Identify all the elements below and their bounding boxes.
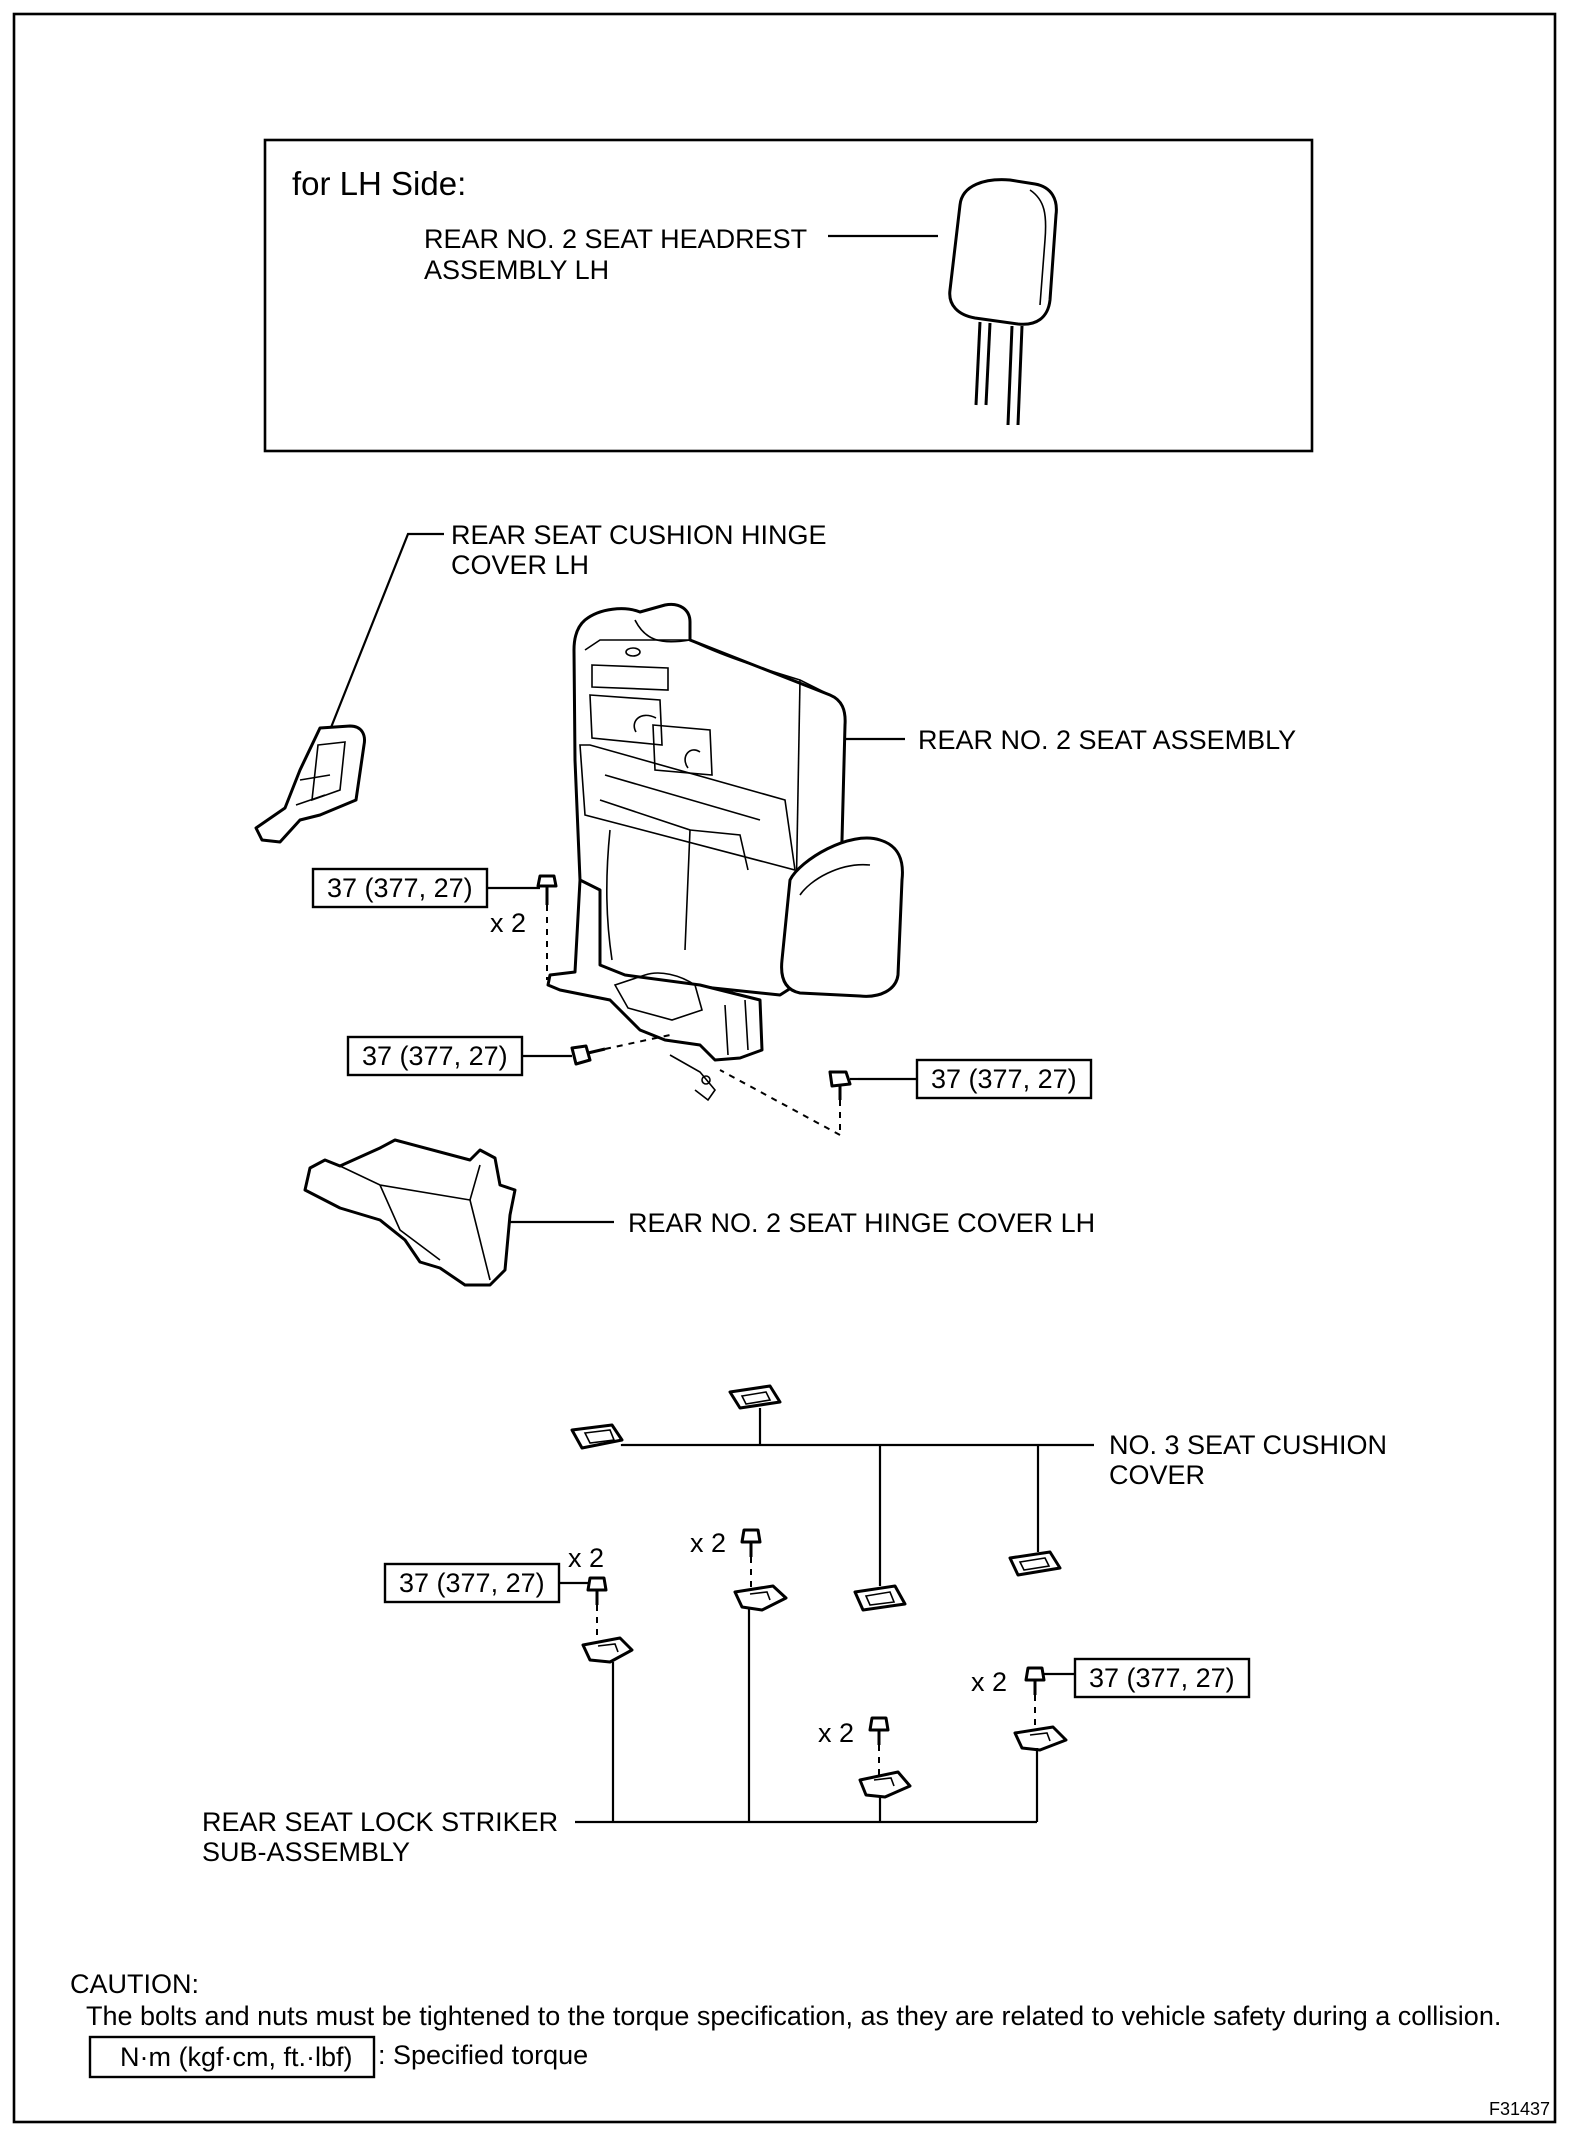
lock-striker-3	[858, 1770, 912, 1799]
cushion-cover-clips	[570, 1384, 1062, 1612]
seat-assembly-label: REAR NO. 2 SEAT ASSEMBLY	[918, 725, 1296, 755]
lock-striker-1	[581, 1636, 634, 1664]
striker-bolt-1	[586, 1576, 608, 1642]
lock-striker-label-line2: SUB-ASSEMBLY	[202, 1837, 410, 1867]
lock-striker-2	[733, 1584, 788, 1612]
headrest-label-line1: REAR NO. 2 SEAT HEADREST	[424, 224, 807, 254]
inset-title: for LH Side:	[292, 165, 466, 202]
cushion-cover-clip-3	[853, 1584, 907, 1612]
cushion-hinge-cover-label-line2: COVER LH	[451, 550, 589, 580]
torque-box-5	[1073, 1657, 1251, 1699]
caution-text: The bolts and nuts must be tightened to …	[86, 2001, 1501, 2031]
outer-frame	[12, 12, 1557, 2124]
legend-torque-box	[88, 2035, 376, 2079]
torque-box-1	[311, 867, 489, 909]
striker-bolt-3	[868, 1716, 890, 1775]
striker-qty-4: x 2	[971, 1667, 1007, 1697]
cushion-hinge-cover-illustration	[254, 724, 366, 844]
striker-bolt-4	[1024, 1666, 1046, 1728]
striker-qty-1: x 2	[568, 1543, 604, 1573]
torque-value-1: 37 (377, 27)	[327, 873, 473, 903]
torque-value-5: 37 (377, 27)	[1089, 1663, 1235, 1693]
cushion-cover-leader	[620, 1443, 1094, 1447]
lock-striker-label-line1: REAR SEAT LOCK STRIKER	[202, 1807, 558, 1837]
hinge-cover-illustration	[303, 1138, 517, 1287]
bolt-icon-3	[828, 1070, 858, 1100]
torque-qty-1: x 2	[490, 908, 526, 938]
bolt-icon-2	[570, 1044, 606, 1066]
torque-box-2	[346, 1035, 524, 1077]
lock-strikers	[581, 1584, 1068, 1799]
cushion-cover-clip-1	[570, 1423, 624, 1450]
cushion-hinge-cover-label-line1: REAR SEAT CUSHION HINGE	[451, 520, 827, 550]
hinge-cover-label: REAR NO. 2 SEAT HINGE COVER LH	[628, 1208, 1095, 1238]
striker-qty-2: x 2	[690, 1528, 726, 1558]
headrest-label-line2: ASSEMBLY LH	[424, 255, 609, 285]
cushion-cover-clip-4	[1008, 1550, 1062, 1577]
striker-qty-3: x 2	[818, 1718, 854, 1748]
cushion-cover-clip-2	[728, 1384, 782, 1410]
caution-heading: CAUTION:	[70, 1969, 199, 1999]
headrest-illustration	[948, 178, 1058, 426]
torque-value-2: 37 (377, 27)	[362, 1041, 508, 1071]
legend-torque-text: : Specified torque	[378, 2040, 588, 2070]
torque-value-4: 37 (377, 27)	[399, 1568, 545, 1598]
seat-assembly-illustration	[546, 602, 904, 1102]
striker-bolt-2	[740, 1528, 762, 1590]
figure-id: F31437	[1489, 2099, 1550, 2119]
cushion-hinge-cover-leader	[328, 532, 444, 731]
bolt-icon-1	[536, 874, 558, 905]
torque-value-3: 37 (377, 27)	[931, 1064, 1077, 1094]
lh-side-inset-box	[263, 138, 1314, 453]
cushion-cover-label-line1: NO. 3 SEAT CUSHION	[1109, 1430, 1387, 1460]
legend-torque-box-text: N·m (kgf·cm, ft.·lbf)	[120, 2042, 352, 2072]
cushion-cover-label-line2: COVER	[1109, 1460, 1205, 1490]
lock-striker-4	[1013, 1725, 1068, 1752]
